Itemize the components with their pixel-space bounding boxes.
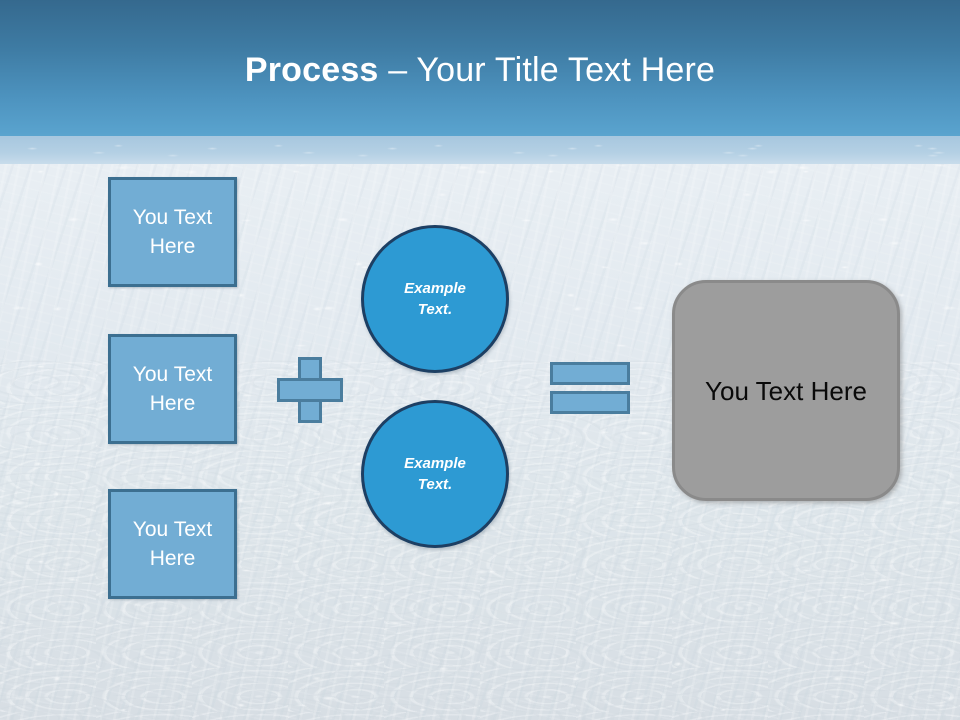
example-circle-2-line2: Text. xyxy=(417,476,453,493)
input-box-3-label: You Text Here xyxy=(132,518,213,570)
input-box-3[interactable]: You Text Here xyxy=(108,489,237,599)
example-circle-1-line1: Example xyxy=(404,280,466,297)
example-circle-2-line1: Example xyxy=(404,455,466,472)
output-box-label: You Text Here xyxy=(705,375,867,406)
page-title-rest: – Your Title Text Here xyxy=(378,51,716,89)
plus-icon xyxy=(277,357,343,423)
page-title: Process – Your Title Text Here xyxy=(0,50,960,90)
input-box-1[interactable]: You Text Here xyxy=(108,177,237,287)
equals-icon-bottom-bar xyxy=(550,391,630,414)
equals-icon-top-bar xyxy=(550,362,630,385)
output-box[interactable]: You Text Here xyxy=(672,280,900,501)
input-box-2[interactable]: You Text Here xyxy=(108,334,237,444)
header-accent-band xyxy=(0,136,960,164)
page-title-strong: Process xyxy=(244,51,379,89)
example-circle-1[interactable]: Example Text. xyxy=(361,225,509,373)
slide-header-banner xyxy=(0,0,960,136)
example-circle-1-line2: Text. xyxy=(417,301,453,318)
plus-icon-center-fill xyxy=(301,381,319,399)
equals-icon xyxy=(550,362,630,414)
input-box-1-label: You Text Here xyxy=(132,206,213,258)
example-circle-2[interactable]: Example Text. xyxy=(361,400,509,548)
input-box-2-label: You Text Here xyxy=(132,363,213,415)
header-accent-band-texture xyxy=(0,136,960,164)
